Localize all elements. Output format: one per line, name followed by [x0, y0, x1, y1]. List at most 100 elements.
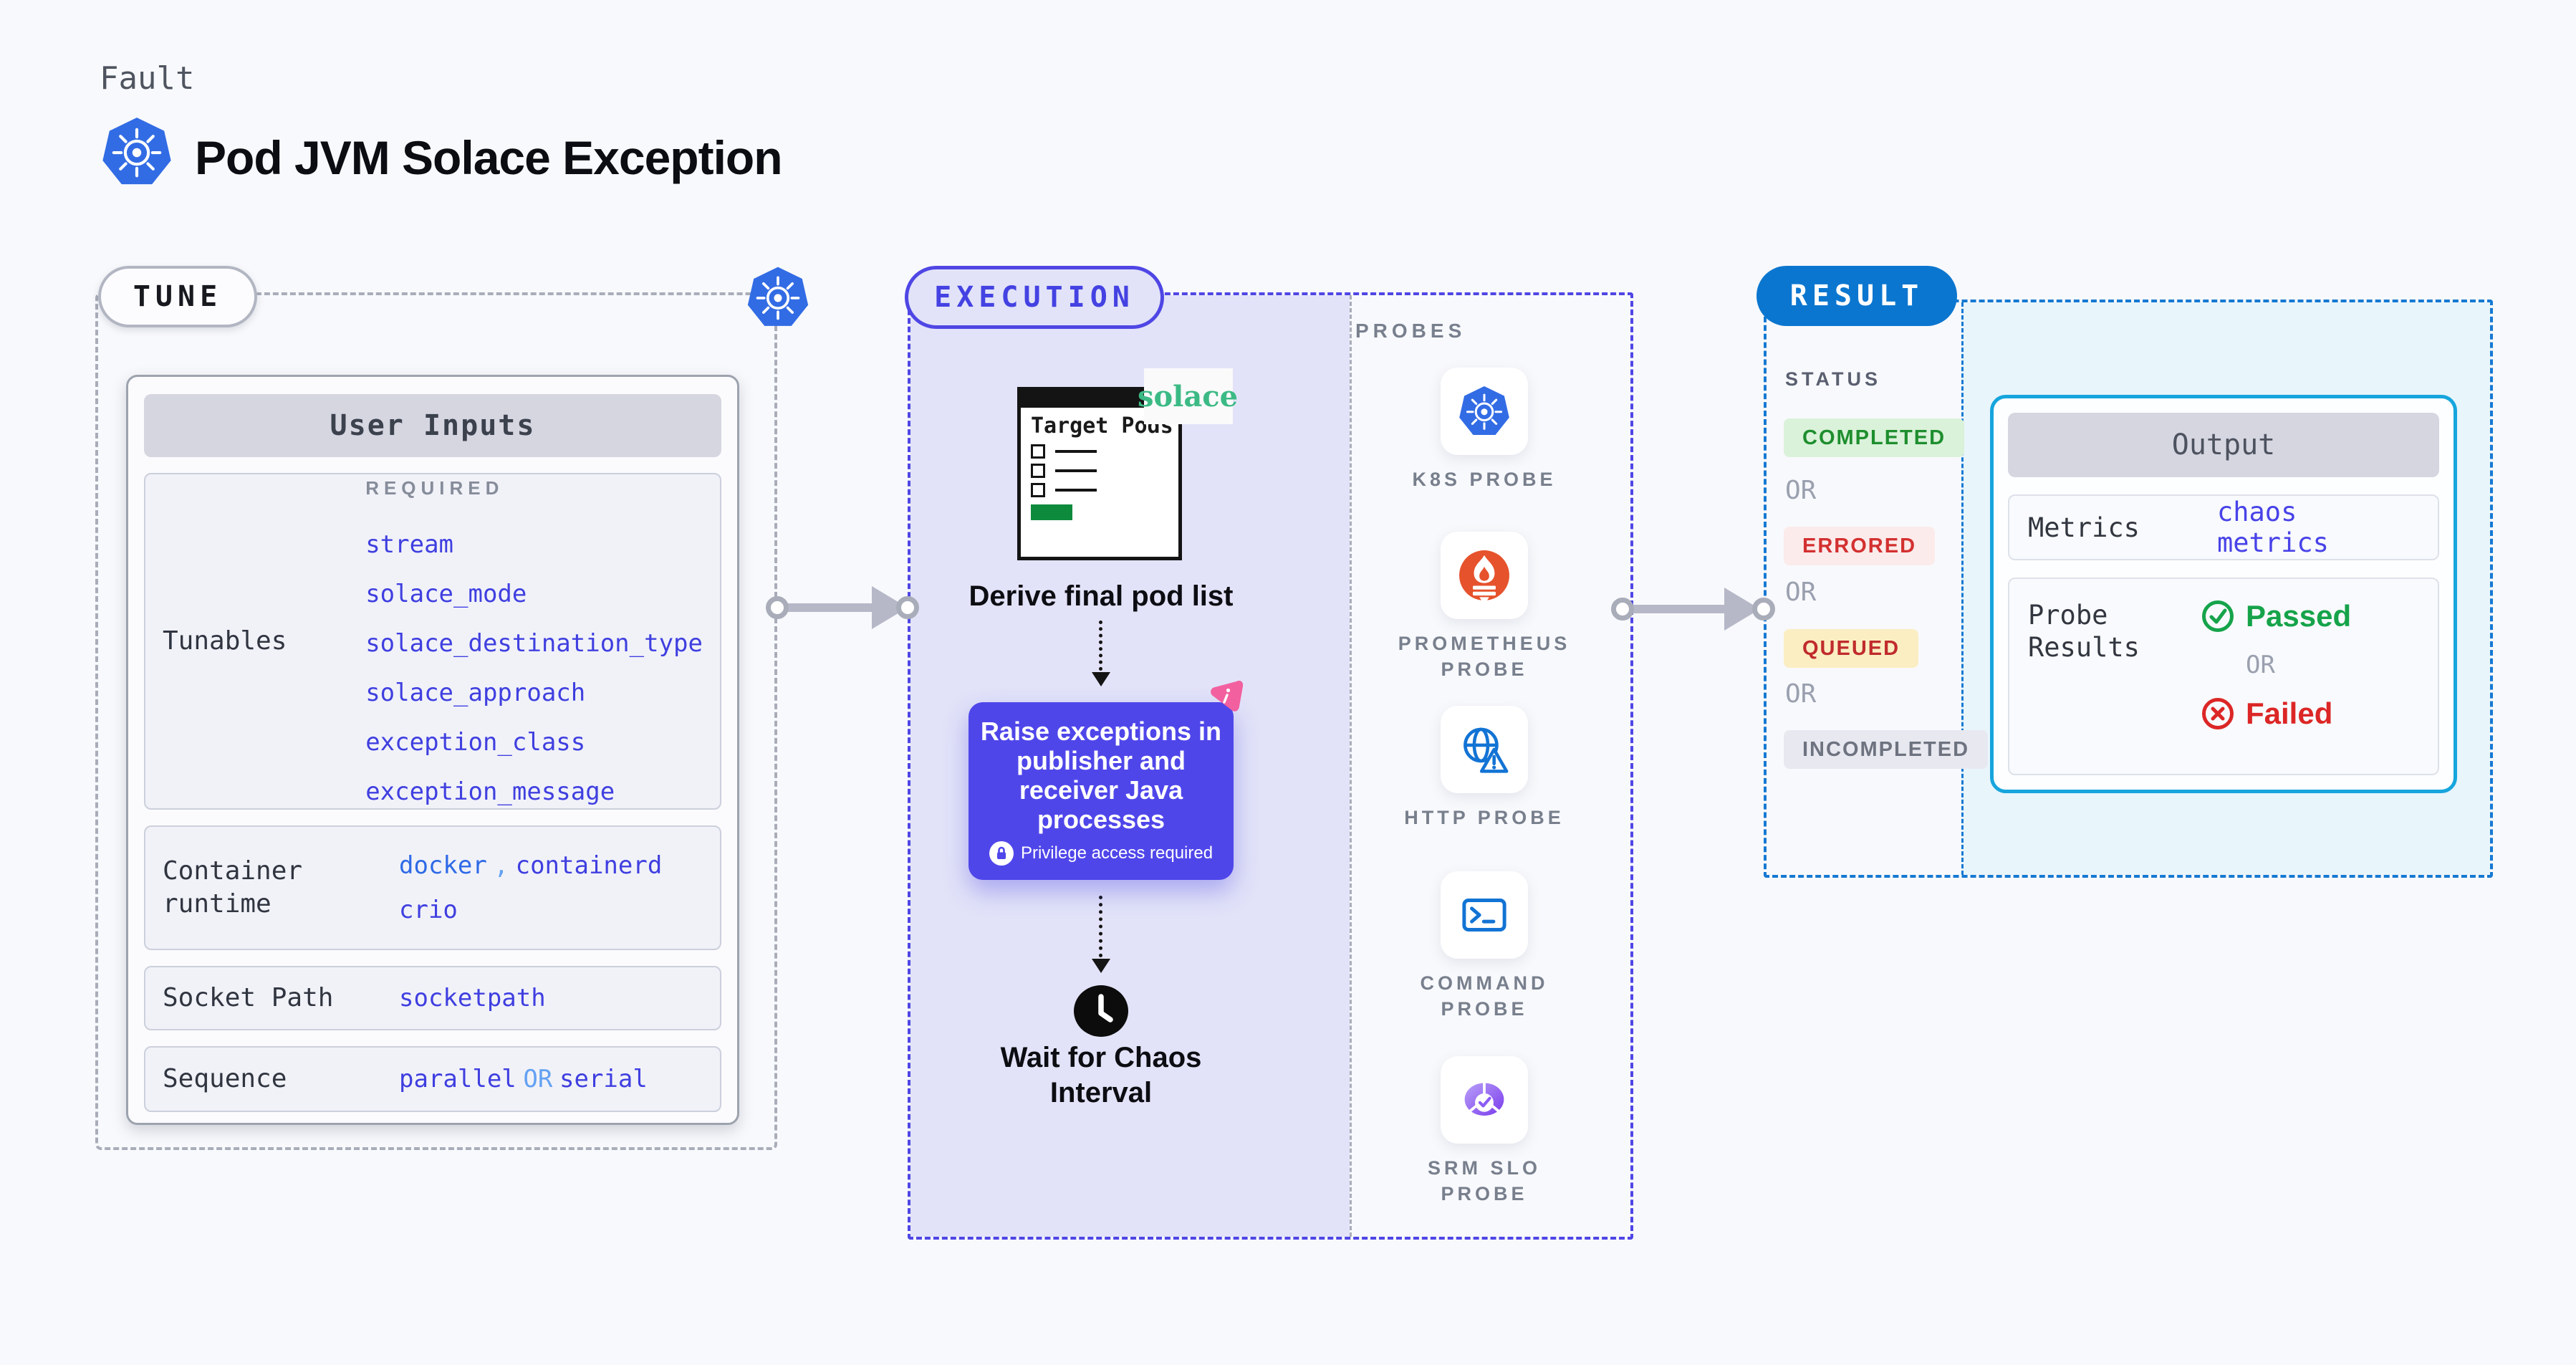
status-badge-queued: QUEUED	[1784, 629, 1919, 668]
probe-item-srm-slo: SRM SLO PROBE	[1377, 1056, 1592, 1207]
metrics-value: chaos metrics	[2216, 497, 2329, 558]
status-heading: STATUS	[1785, 368, 1881, 390]
metrics-row: Metrics chaos metrics	[2008, 494, 2439, 560]
tunable-item: solace_approach	[365, 678, 586, 707]
solace-wordmark: solace	[1137, 379, 1239, 413]
lock-icon	[989, 841, 1014, 866]
probe-card	[1441, 368, 1528, 455]
probe-results-values: Passed OR Failed	[2201, 599, 2351, 774]
or-separator: OR	[1785, 679, 1817, 709]
runtime-docker: docker	[399, 851, 487, 880]
tune-section	[95, 292, 777, 1150]
probe-card	[1441, 871, 1528, 959]
tunable-item: solace_destination_type	[365, 628, 703, 658]
container-runtime-values: docker , containerd crio	[399, 851, 703, 924]
check-circle-icon	[2202, 600, 2234, 632]
prometheus-icon	[1457, 548, 1512, 603]
fault-kicker: Fault	[100, 60, 195, 97]
probe-card	[1441, 532, 1528, 619]
probe-label: PROBE	[1441, 1183, 1528, 1204]
container-runtime-row: Container runtime docker , containerd cr…	[144, 825, 721, 950]
pod-list-item	[1031, 464, 1178, 478]
action-text: Raise exceptions in publisher and receiv…	[980, 717, 1222, 834]
execution-pill: EXECUTION	[905, 266, 1164, 329]
failed-text: Failed	[2246, 696, 2333, 730]
terminal-icon	[1462, 899, 1506, 931]
tunable-item: stream	[365, 530, 454, 559]
kubernetes-icon	[1457, 384, 1512, 439]
socket-path-value: socketpath	[399, 984, 546, 1012]
required-label: REQUIRED	[365, 476, 504, 499]
x-circle-icon	[2202, 698, 2234, 729]
solace-logo: solace	[1138, 368, 1238, 424]
execution-to-result-arrow	[1623, 586, 1766, 632]
list-line	[1055, 469, 1097, 472]
connector-dot	[1611, 598, 1634, 621]
probe-card	[1441, 1056, 1528, 1144]
sequence-or: OR	[523, 1065, 553, 1093]
probe-results-label: Probe Results	[2028, 600, 2140, 663]
flow-arrowhead	[1092, 672, 1110, 686]
runtime-containerd: containerd	[515, 851, 663, 880]
tunable-item: solace_mode	[365, 579, 527, 608]
derive-pod-list-label: Derive final pod list	[969, 580, 1234, 612]
kubernetes-icon	[100, 113, 174, 191]
connector-dot	[896, 596, 919, 619]
tunables-label: Tunables	[163, 626, 287, 656]
probe-item-k8s: K8S PROBE	[1377, 368, 1592, 492]
probe-label: PROBE	[1441, 658, 1528, 680]
chaos-icon	[1211, 680, 1244, 712]
failed-line: Failed	[2201, 696, 2351, 731]
checkbox-icon	[1031, 464, 1045, 478]
or-separator: OR	[1785, 578, 1817, 607]
status-badge-incompleted: INCOMPLETED	[1784, 730, 1989, 769]
probe-label: HTTP PROBE	[1404, 807, 1565, 828]
probe-label: COMMAND	[1420, 972, 1549, 994]
status-badge-errored: ERRORED	[1784, 527, 1936, 565]
sequence-parallel: parallel	[399, 1065, 516, 1093]
probe-card	[1441, 706, 1528, 793]
flow-arrow	[1099, 896, 1102, 957]
sequence-serial: serial	[559, 1065, 648, 1093]
pod-list-item	[1031, 444, 1178, 459]
probe-label: SRM SLO	[1427, 1157, 1541, 1179]
tunable-item: exception_class	[365, 727, 586, 757]
status-badge-completed: COMPLETED	[1784, 418, 1965, 457]
privilege-text: Privilege access required	[1020, 843, 1213, 863]
container-runtime-label: Container runtime	[163, 856, 303, 919]
slo-chart-icon	[1464, 1081, 1504, 1116]
checkbox-icon	[1031, 483, 1045, 497]
flow-arrow	[1099, 621, 1102, 671]
tunables-values: REQUIRED stream solace_mode solace_desti…	[365, 477, 703, 806]
pod-list-item	[1031, 483, 1178, 497]
passed-line: Passed	[2201, 599, 2351, 633]
runtime-separator: ,	[494, 851, 509, 880]
or-separator: OR	[2246, 651, 2275, 679]
probe-label: PROBE	[1441, 998, 1528, 1020]
connector-dot	[1752, 598, 1775, 621]
passed-text: Passed	[2246, 599, 2352, 633]
chaos-action-box: Raise exceptions in publisher and receiv…	[969, 702, 1234, 880]
list-line	[1055, 450, 1097, 453]
probe-label: K8S PROBE	[1412, 469, 1557, 490]
output-header: Output	[2008, 413, 2439, 477]
kubernetes-icon	[745, 263, 811, 332]
progress-bar	[1031, 504, 1072, 520]
privilege-row: Privilege access required	[989, 841, 1213, 866]
flow-arrowhead	[1092, 959, 1110, 973]
probes-divider	[1350, 295, 1352, 1237]
sequence-row: Sequence parallel OR serial	[144, 1046, 721, 1112]
checkbox-icon	[1031, 444, 1045, 459]
output-card: Output Metrics chaos metrics Probe Resul…	[1990, 395, 2457, 793]
probe-results-row: Probe Results Passed OR Failed	[2008, 578, 2439, 775]
result-pill: RESULT	[1756, 266, 1957, 326]
sequence-label: Sequence	[163, 1064, 287, 1093]
wait-interval-label: Wait for Chaos Interval	[1000, 1042, 1202, 1108]
user-inputs-header: User Inputs	[144, 394, 721, 457]
socket-path-row: Socket Path socketpath	[144, 966, 721, 1030]
http-globe-icon	[1464, 727, 1509, 773]
probes-heading: PROBES	[1355, 320, 1466, 342]
runtime-crio: crio	[399, 896, 458, 924]
